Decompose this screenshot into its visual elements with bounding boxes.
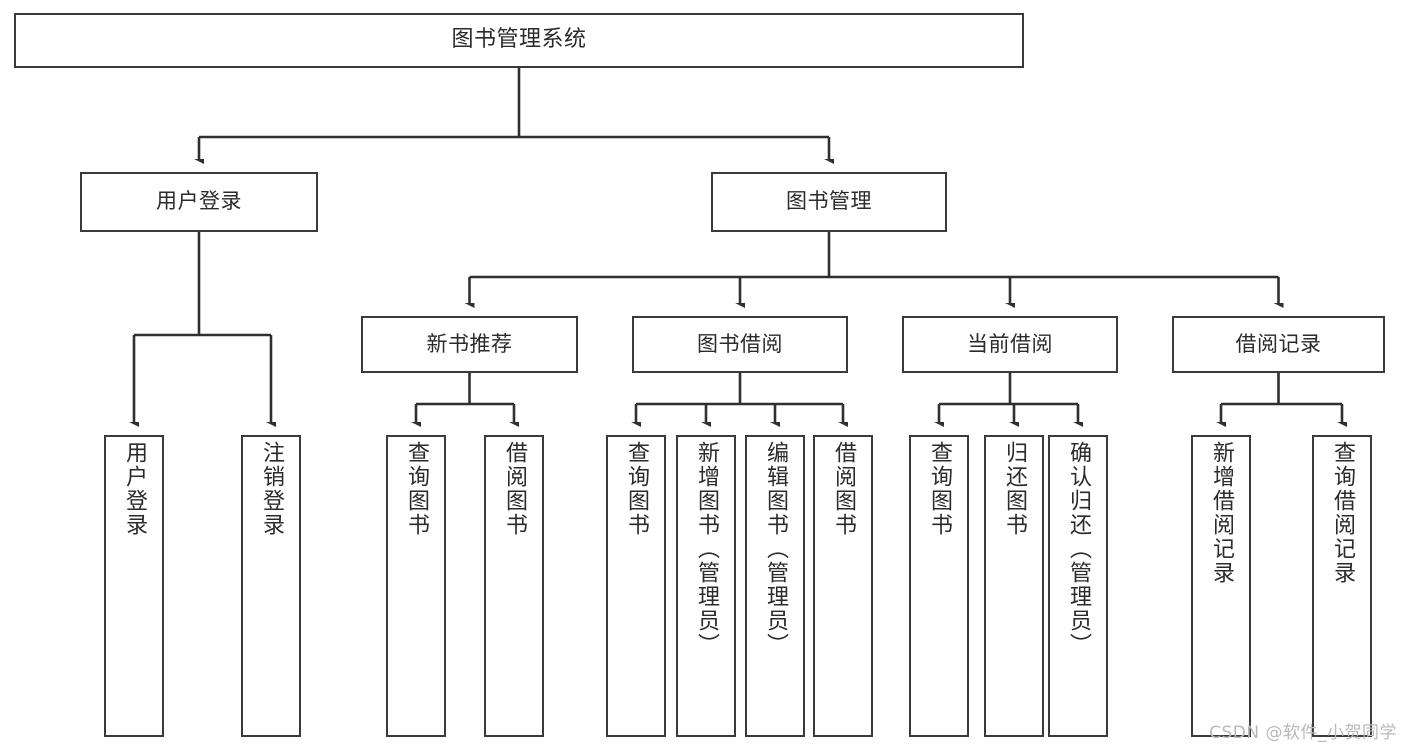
level3-node-4-label: 借阅记录 bbox=[1235, 331, 1322, 356]
level2-node-1[interactable]: 用户登录 bbox=[80, 172, 318, 232]
level3-node-3-label: 当前借阅 bbox=[967, 331, 1053, 356]
leaf-node-3[interactable]: 查询图书 bbox=[386, 435, 446, 737]
leaf-node-3-label: 查询图书 bbox=[403, 441, 429, 537]
leaf-node-9-label: 查询图书 bbox=[926, 441, 952, 537]
level3-node-2-label: 图书借阅 bbox=[697, 331, 783, 356]
leaf-node-7[interactable]: 编辑图书（管理员） bbox=[745, 435, 805, 737]
leaf-node-12-label: 新增借阅记录 bbox=[1208, 441, 1234, 585]
leaf-node-13-label: 查询借阅记录 bbox=[1329, 441, 1355, 585]
leaf-node-11-label: 确认归还（管理员） bbox=[1065, 441, 1091, 657]
root-node-book-management-system-label: 图书管理系统 bbox=[451, 27, 587, 53]
leaf-node-5-label: 查询图书 bbox=[623, 441, 649, 537]
watermark-text: CSDN @软件_小贺同学 bbox=[1209, 723, 1397, 743]
leaf-node-10-label: 归还图书 bbox=[1001, 441, 1027, 537]
level2-node-1-label: 用户登录 bbox=[156, 189, 242, 214]
leaf-node-6[interactable]: 新增图书（管理员） bbox=[676, 435, 736, 737]
leaf-node-7-label: 编辑图书（管理员） bbox=[762, 441, 788, 657]
level2-node-2[interactable]: 图书管理 bbox=[711, 172, 947, 232]
leaf-node-4-label: 借阅图书 bbox=[501, 441, 527, 537]
leaf-node-12[interactable]: 新增借阅记录 bbox=[1191, 435, 1251, 737]
leaf-node-10[interactable]: 归还图书 bbox=[984, 435, 1044, 737]
leaf-node-1[interactable]: 用户登录 bbox=[104, 435, 164, 737]
leaf-node-6-label: 新增图书（管理员） bbox=[693, 441, 719, 657]
leaf-node-8[interactable]: 借阅图书 bbox=[813, 435, 873, 737]
level3-node-3[interactable]: 当前借阅 bbox=[902, 316, 1118, 373]
leaf-node-4[interactable]: 借阅图书 bbox=[484, 435, 544, 737]
root-node-book-management-system[interactable]: 图书管理系统 bbox=[14, 13, 1024, 68]
leaf-node-11[interactable]: 确认归还（管理员） bbox=[1048, 435, 1108, 737]
leaf-node-13[interactable]: 查询借阅记录 bbox=[1312, 435, 1372, 737]
leaf-node-9[interactable]: 查询图书 bbox=[909, 435, 969, 737]
leaf-node-2[interactable]: 注销登录 bbox=[241, 435, 301, 737]
leaf-node-1-label: 用户登录 bbox=[121, 441, 147, 537]
level3-node-1[interactable]: 新书推荐 bbox=[361, 316, 578, 373]
leaf-node-5[interactable]: 查询图书 bbox=[606, 435, 666, 737]
level3-node-2[interactable]: 图书借阅 bbox=[632, 316, 848, 373]
level3-node-1-label: 新书推荐 bbox=[426, 331, 513, 356]
leaf-node-2-label: 注销登录 bbox=[258, 441, 284, 537]
level3-node-4[interactable]: 借阅记录 bbox=[1172, 316, 1385, 373]
level2-node-2-label: 图书管理 bbox=[786, 189, 872, 214]
leaf-node-8-label: 借阅图书 bbox=[830, 441, 856, 537]
